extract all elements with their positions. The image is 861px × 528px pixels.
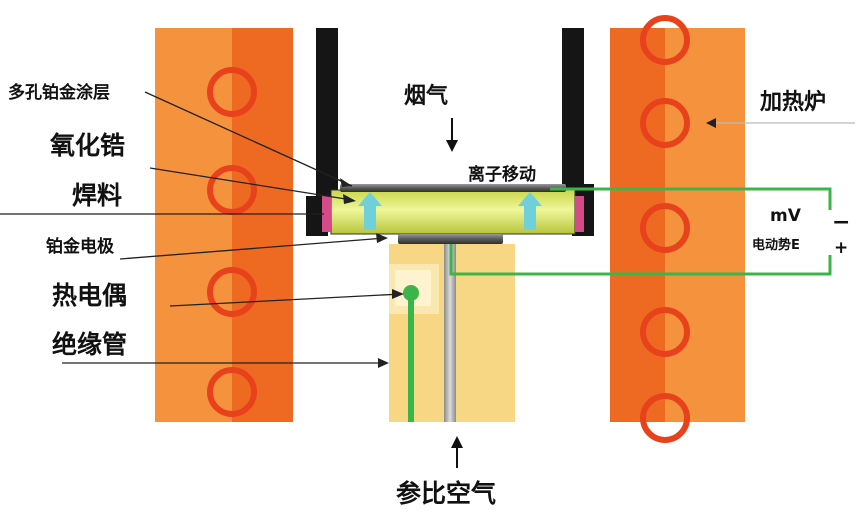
platinum-electrode — [398, 234, 503, 244]
label-platinum-electrode: 铂金电极 — [46, 237, 114, 257]
label-millivolt: mV — [770, 206, 801, 226]
label-reference-air: 参比空气 — [396, 479, 497, 508]
leader-arrowheads — [340, 118, 716, 368]
label-flue-gas: 烟气 — [404, 84, 449, 109]
label-heating-furnace: 加热炉 — [760, 90, 827, 115]
label-solder: 焊料 — [72, 181, 123, 210]
label-ion-migration: 离子移动 — [468, 165, 536, 185]
label-emf: 电动势E — [752, 238, 800, 253]
furnace-wall-right — [610, 15, 745, 443]
solder-right — [575, 196, 584, 232]
sensor-tube-walls — [306, 28, 594, 236]
thermocouple — [403, 285, 419, 422]
signal-wires — [449, 187, 832, 276]
reference-air-arrow — [451, 436, 463, 468]
leader-lines — [0, 91, 855, 364]
furnace-wall-left — [155, 28, 293, 422]
porous-platinum-coating — [340, 184, 566, 192]
label-porous-platinum-coating: 多孔铂金涂层 — [8, 83, 110, 103]
label-zirconia: 氧化锆 — [50, 131, 126, 160]
terminal-plus: + — [834, 238, 849, 258]
ion-migration-arrows — [358, 192, 542, 230]
flue-gas-arrow — [446, 118, 458, 152]
label-thermocouple: 热电偶 — [52, 281, 128, 310]
label-insulating-tube: 绝缘管 — [52, 330, 128, 359]
terminal-minus: − — [832, 210, 851, 235]
reference-air-rod — [444, 244, 456, 422]
solder-left — [322, 196, 331, 232]
